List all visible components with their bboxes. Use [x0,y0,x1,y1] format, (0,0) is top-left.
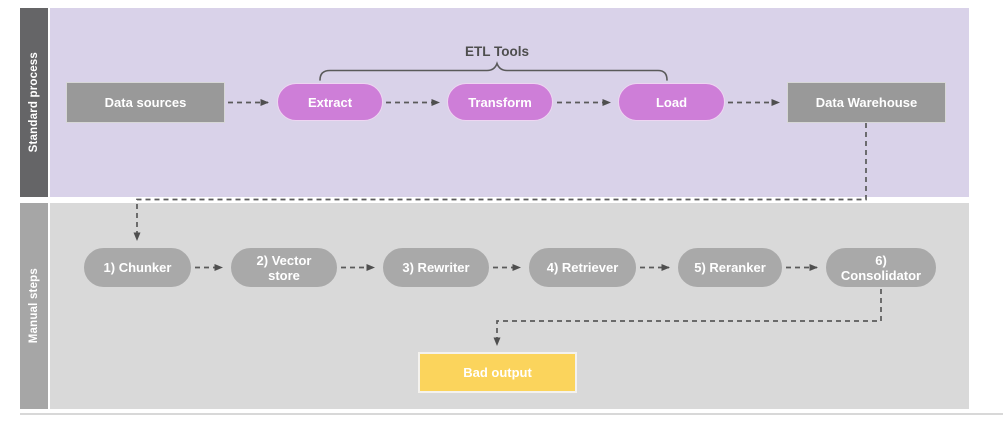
node-vector-store: 2) Vector store [230,247,338,288]
node-data-warehouse: Data Warehouse [787,82,946,123]
node-retriever: 4) Retriever [528,247,637,288]
node-reranker: 5) Reranker [677,247,783,288]
lane-label-manual-steps: Manual steps [28,268,40,344]
node-data-sources: Data sources [66,82,225,123]
node-extract: Extract [277,83,383,121]
node-load: Load [618,83,725,121]
node-rewriter: 3) Rewriter [382,247,490,288]
bottom-divider [20,413,1003,415]
etl-tools-label: ETL Tools [465,44,529,59]
node-chunker: 1) Chunker [83,247,192,288]
lane-header-manual-steps: Manual steps [20,203,48,409]
lane-header-standard-process: Standard process [20,8,48,197]
node-transform: Transform [447,83,553,121]
node-bad-output: Bad output [418,352,577,393]
lane-label-standard-process: Standard process [28,52,40,153]
node-consolidator: 6) Consolidator [825,247,937,288]
